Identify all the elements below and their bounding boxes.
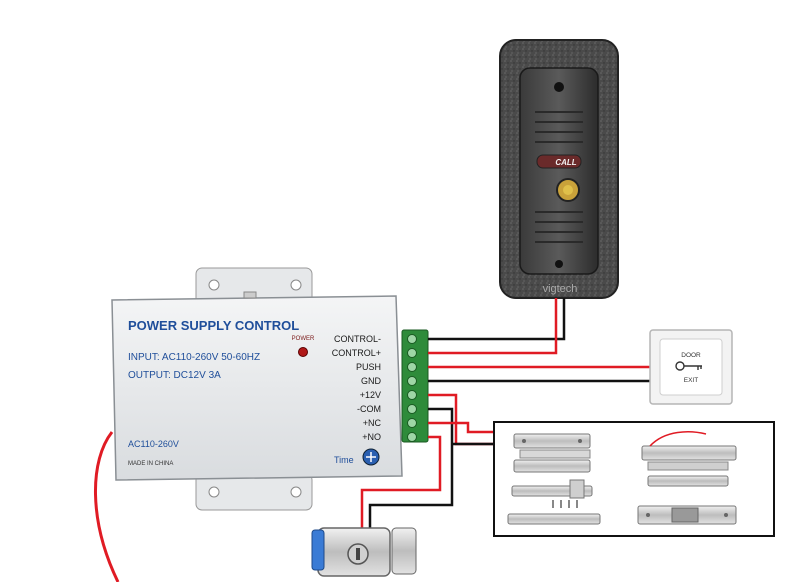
exit-button[interactable]: DOOR EXIT	[649, 329, 733, 405]
electric-strike-image	[637, 505, 737, 525]
terminal-label: +NC	[363, 418, 382, 428]
made-in-label: MADE IN CHINA	[128, 461, 173, 467]
key-icon	[675, 361, 702, 371]
ir-sensor	[555, 260, 563, 268]
power-led	[298, 347, 308, 357]
exit-button-line2: EXIT	[684, 377, 698, 384]
terminal-label: -COM	[357, 404, 381, 414]
terminal-label: +NO	[362, 432, 381, 442]
mortise-lock-image	[507, 479, 601, 525]
terminal-label: GND	[361, 376, 382, 386]
call-label: CALL	[555, 158, 576, 167]
terminal-label: CONTROL+	[332, 348, 381, 358]
input-spec: INPUT: AC110-260V 50-60HZ	[128, 352, 260, 363]
exit-button-line1: DOOR	[681, 352, 701, 359]
terminal-label: PUSH	[356, 362, 381, 372]
terminal-label: CONTROL-	[334, 334, 381, 344]
ac-mains-cable	[93, 431, 120, 582]
ac-input-label: AC110-260V	[128, 439, 179, 449]
power-supply-title: POWER SUPPLY CONTROL	[128, 318, 299, 333]
time-label: Time	[334, 455, 354, 465]
doorbell-brand: vigtech	[543, 283, 578, 295]
terminal-block	[401, 329, 429, 443]
lock-options-frame	[493, 421, 775, 537]
camera-lens	[554, 82, 564, 92]
doorbell-panel: CALL vigtech	[499, 39, 619, 299]
terminal-labels: CONTROL- CONTROL+ PUSH GND +12V -COM +NC…	[332, 334, 382, 442]
magnetic-lock-image	[641, 431, 737, 487]
output-spec: OUTPUT: DC12V 3A	[128, 370, 221, 381]
drop-bolt-lock-image	[513, 433, 591, 473]
terminal-label: +12V	[360, 390, 381, 400]
power-led-label: POWER	[292, 336, 315, 342]
electric-rim-lock	[311, 527, 417, 577]
power-supply-box: POWER SUPPLY CONTROL POWER INPUT: AC110-…	[111, 267, 429, 511]
wires	[360, 298, 650, 528]
